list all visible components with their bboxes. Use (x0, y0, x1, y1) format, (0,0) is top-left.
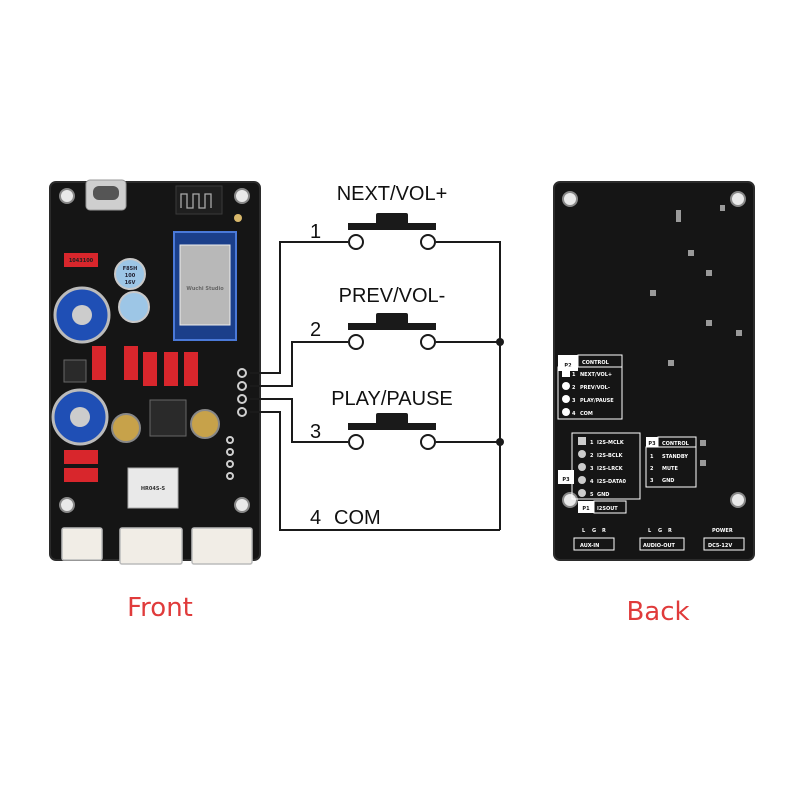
wiring (250, 241, 501, 531)
relay-label: HR04S-S (141, 486, 166, 492)
dc-label: DC5-12V (708, 543, 732, 549)
p3-i2s-block: P3 1 I2S-MCLK 2 I2S-BCLK 3 I2S-LRCK 4 I2… (558, 432, 641, 514)
wire-1-number: 1 (310, 221, 321, 243)
back-caption: Back (626, 597, 689, 627)
com-label: COM (334, 507, 381, 529)
p3-pin-5: 5 (590, 492, 594, 498)
switch-1-label: NEXT/VOL+ (337, 183, 448, 205)
p3-name-5: GND (597, 492, 609, 498)
p3b-pin-2: 2 (650, 466, 654, 472)
amplifier-ic (149, 399, 187, 437)
p1-title: P1 (582, 506, 590, 512)
wire-3-number: 3 (310, 421, 321, 443)
small-capacitors (114, 258, 150, 323)
out-g: G (658, 528, 662, 534)
junction-dots (496, 338, 504, 446)
p3-name-2: I2S-BCLK (597, 453, 624, 459)
cap-label-2: 100 (125, 273, 136, 279)
electrolytic-capacitors (51, 286, 220, 446)
audio-out-label: AUDIO-OUT (643, 543, 676, 549)
out-r: R (668, 528, 672, 534)
switch-2 (348, 313, 436, 350)
p3b-name-1: STANDBY (662, 454, 688, 460)
p2-name-1: NEXT/VOL+ (580, 372, 612, 378)
p3b-title: P3 (648, 441, 656, 447)
p2-pin-3: 3 (572, 398, 576, 404)
p3-name-1: I2S-MCLK (597, 440, 625, 446)
p2-pin-1: 1 (572, 372, 576, 378)
cap-label-3: 16V (125, 280, 136, 286)
wire-2-number: 2 (310, 319, 321, 341)
aux-r: R (602, 528, 606, 534)
p3-control-block: P3 CONTROL 1 STANDBY 2 MUTE 3 GND (645, 436, 697, 488)
front-connectors (61, 527, 253, 565)
p2-header: CONTROL (582, 360, 610, 366)
switch-3-label: PLAY/PAUSE (331, 388, 453, 410)
p3b-name-3: GND (662, 478, 674, 484)
switch-3 (348, 413, 436, 450)
p3-name-4: I2S-DATA0 (597, 479, 627, 485)
p3b-pin-1: 1 (650, 454, 654, 460)
p2-pin-4: 4 (572, 411, 576, 417)
power-label: POWER (712, 528, 733, 534)
p2-title: P2 (564, 363, 572, 369)
switch-2-label: PREV/VOL- (339, 285, 446, 307)
front-caption: Front (127, 593, 193, 623)
p3-pin-3: 3 (590, 466, 594, 472)
back-pads (650, 205, 742, 466)
back-connector-labels: L G R AUX-IN L G R AUDIO-OUT POWER DC5-1… (573, 528, 745, 551)
p2-name-4: COM (580, 411, 593, 417)
p2-control-block: P2 CONTROL 1 NEXT/VOL+ 2 PREV/VOL- 3 PLA… (557, 354, 623, 420)
p3b-pin-3: 3 (650, 478, 654, 484)
wire-4-number: 4 (310, 507, 321, 529)
p3-title: P3 (562, 477, 570, 483)
p3-pin-4: 4 (590, 479, 594, 485)
front-pin-header (226, 368, 247, 480)
aux-g: G (592, 528, 596, 534)
front-board: Wuchi Studio 1043100 F85H 100 16V (49, 179, 261, 565)
relay (127, 467, 179, 509)
aux-l: L (582, 528, 586, 534)
p3-pin-2: 2 (590, 453, 594, 459)
p2-name-2: PREV/VOL- (580, 385, 610, 391)
p2-name-3: PLAY/PAUSE (580, 398, 614, 404)
aux-in-label: AUX-IN (580, 543, 599, 549)
p1-label: I2SOUT (597, 506, 618, 512)
module-name: Wuchi Studio (186, 286, 224, 292)
resistor-code-label: 1043100 (69, 258, 94, 264)
regulator (63, 359, 87, 383)
front-mounting-holes (59, 188, 250, 513)
p3b-name-2: MUTE (662, 466, 678, 472)
p3-pin-1: 1 (590, 440, 594, 446)
p2-pin-2: 2 (572, 385, 576, 391)
cap-label-1: F85H (123, 266, 138, 272)
out-l: L (648, 528, 652, 534)
back-board: P2 CONTROL 1 NEXT/VOL+ 2 PREV/VOL- 3 PLA… (553, 181, 755, 561)
back-mounting-holes (562, 191, 746, 508)
resistors (64, 253, 198, 482)
switch-1 (348, 213, 436, 250)
p3-name-3: I2S-LRCK (597, 466, 624, 472)
p3b-header: CONTROL (662, 441, 690, 447)
